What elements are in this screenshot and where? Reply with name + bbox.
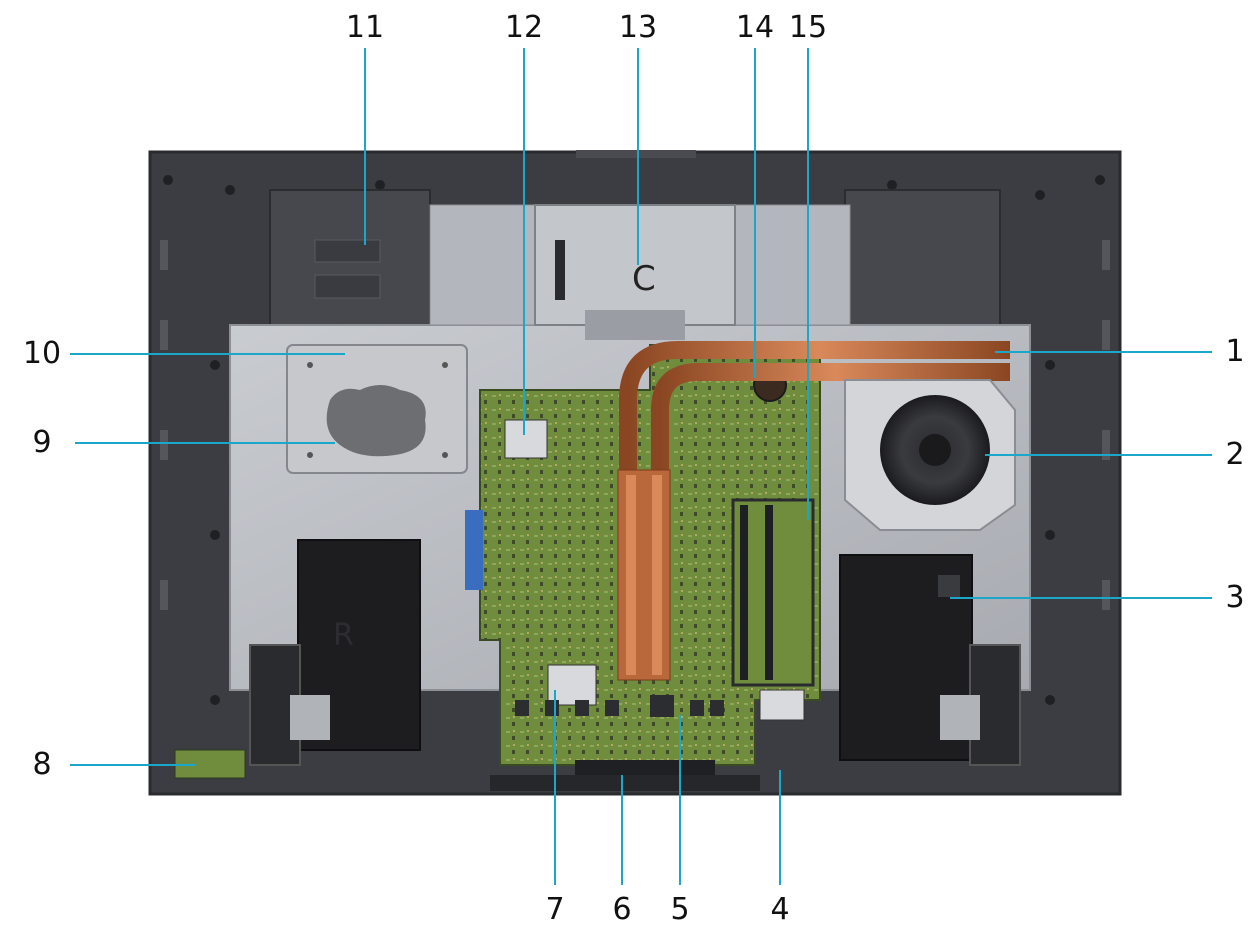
callout-10: 10	[22, 336, 62, 371]
callout-11: 11	[345, 10, 385, 45]
bottom-vent	[490, 775, 760, 791]
right-upper-cover	[844, 189, 1001, 326]
top-shield-bracket: C	[534, 204, 736, 340]
leader-lines	[70, 48, 1212, 885]
system-fan	[844, 379, 1016, 531]
left-hinge	[249, 644, 330, 766]
callout-2: 2	[1225, 437, 1245, 472]
callout-14: 14	[735, 10, 775, 45]
callout-12: 12	[504, 10, 544, 45]
callout-8: 8	[32, 747, 52, 782]
callout-7: 7	[545, 892, 565, 927]
right-hinge	[940, 644, 1021, 766]
left-antenna-module	[269, 189, 431, 326]
callout-3: 3	[1225, 580, 1245, 615]
svg-text:C: C	[632, 259, 656, 299]
callout-4: 4	[770, 892, 790, 927]
display-cable	[465, 510, 483, 590]
hard-drive	[286, 344, 468, 474]
callout-5: 5	[670, 892, 690, 927]
callout-13: 13	[618, 10, 658, 45]
heat-pipe	[617, 341, 1010, 681]
callout-6: 6	[612, 892, 632, 927]
svg-text:R: R	[333, 618, 354, 653]
callout-1: 1	[1225, 334, 1245, 369]
callout-15: 15	[788, 10, 828, 45]
callout-9: 9	[32, 425, 52, 460]
